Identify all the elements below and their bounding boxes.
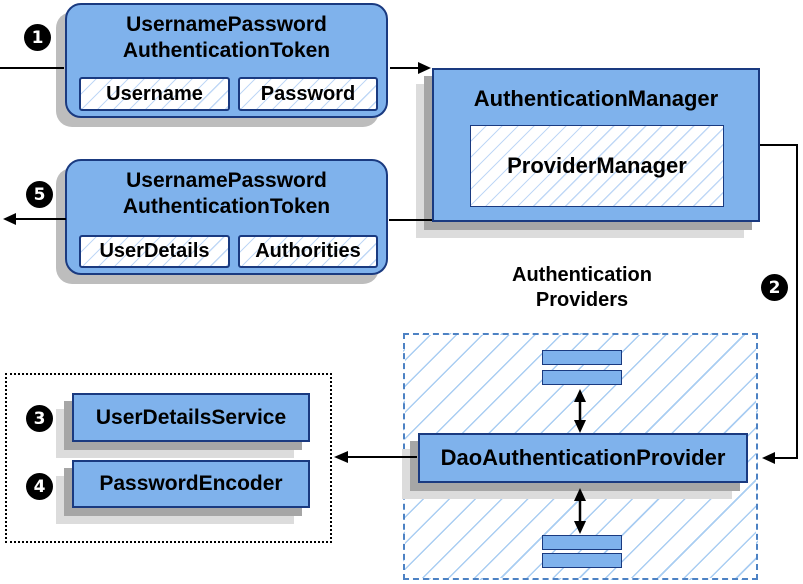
authentication-manager-title: AuthenticationManager [473, 86, 719, 111]
userdetails-field: UserDetails [79, 235, 230, 268]
password-encoder-node: PasswordEncoder [72, 460, 310, 508]
token-request-title-line2: AuthenticationToken [122, 39, 331, 62]
provider-manager-panel: ProviderManager [470, 125, 724, 207]
arrowhead-into-manager [418, 62, 431, 74]
user-details-services-container [5, 373, 332, 543]
arrowhead-into-dotted-box [334, 451, 348, 463]
token-response-title: UsernamePassword AuthenticationToken [67, 168, 386, 220]
authentication-manager-node: AuthenticationManager ProviderManager [432, 68, 760, 222]
token-request-title: UsernamePassword AuthenticationToken [67, 12, 386, 64]
authentication-providers-heading-line2: Providers [535, 289, 629, 311]
token-response-title-line2: AuthenticationToken [122, 195, 331, 218]
authentication-providers-heading: Authentication Providers [432, 263, 732, 313]
username-password-token-request-node: UsernamePassword AuthenticationToken Use… [65, 3, 388, 118]
authorities-field: Authorities [238, 235, 378, 268]
step-5-badge: 5 [26, 181, 53, 208]
user-details-service-node: UserDetailsService [72, 393, 310, 442]
username-password-token-response-node: UsernamePassword AuthenticationToken Use… [65, 159, 388, 275]
provider-stack-bar-4 [542, 553, 622, 568]
provider-stack-bar-1 [542, 350, 622, 365]
dao-authentication-provider-node: DaoAuthenticationProvider [418, 433, 748, 483]
provider-stack-bar-3 [542, 535, 622, 550]
step-4-badge: 4 [26, 473, 53, 500]
token-request-title-line1: UsernamePassword [126, 13, 327, 36]
authentication-providers-heading-line1: Authentication [512, 264, 652, 286]
arrowhead-into-dao [762, 452, 775, 464]
step-2-badge: 2 [761, 274, 788, 301]
step-1-badge: 1 [24, 24, 51, 51]
username-field: Username [79, 77, 230, 111]
step-3-badge: 3 [26, 405, 53, 432]
provider-stack-bar-2 [542, 370, 622, 385]
arrowhead-out-left [3, 213, 16, 225]
password-field: Password [238, 77, 378, 111]
manager-to-provider-arrow [760, 144, 798, 459]
token-response-title-line1: UsernamePassword [126, 169, 327, 192]
